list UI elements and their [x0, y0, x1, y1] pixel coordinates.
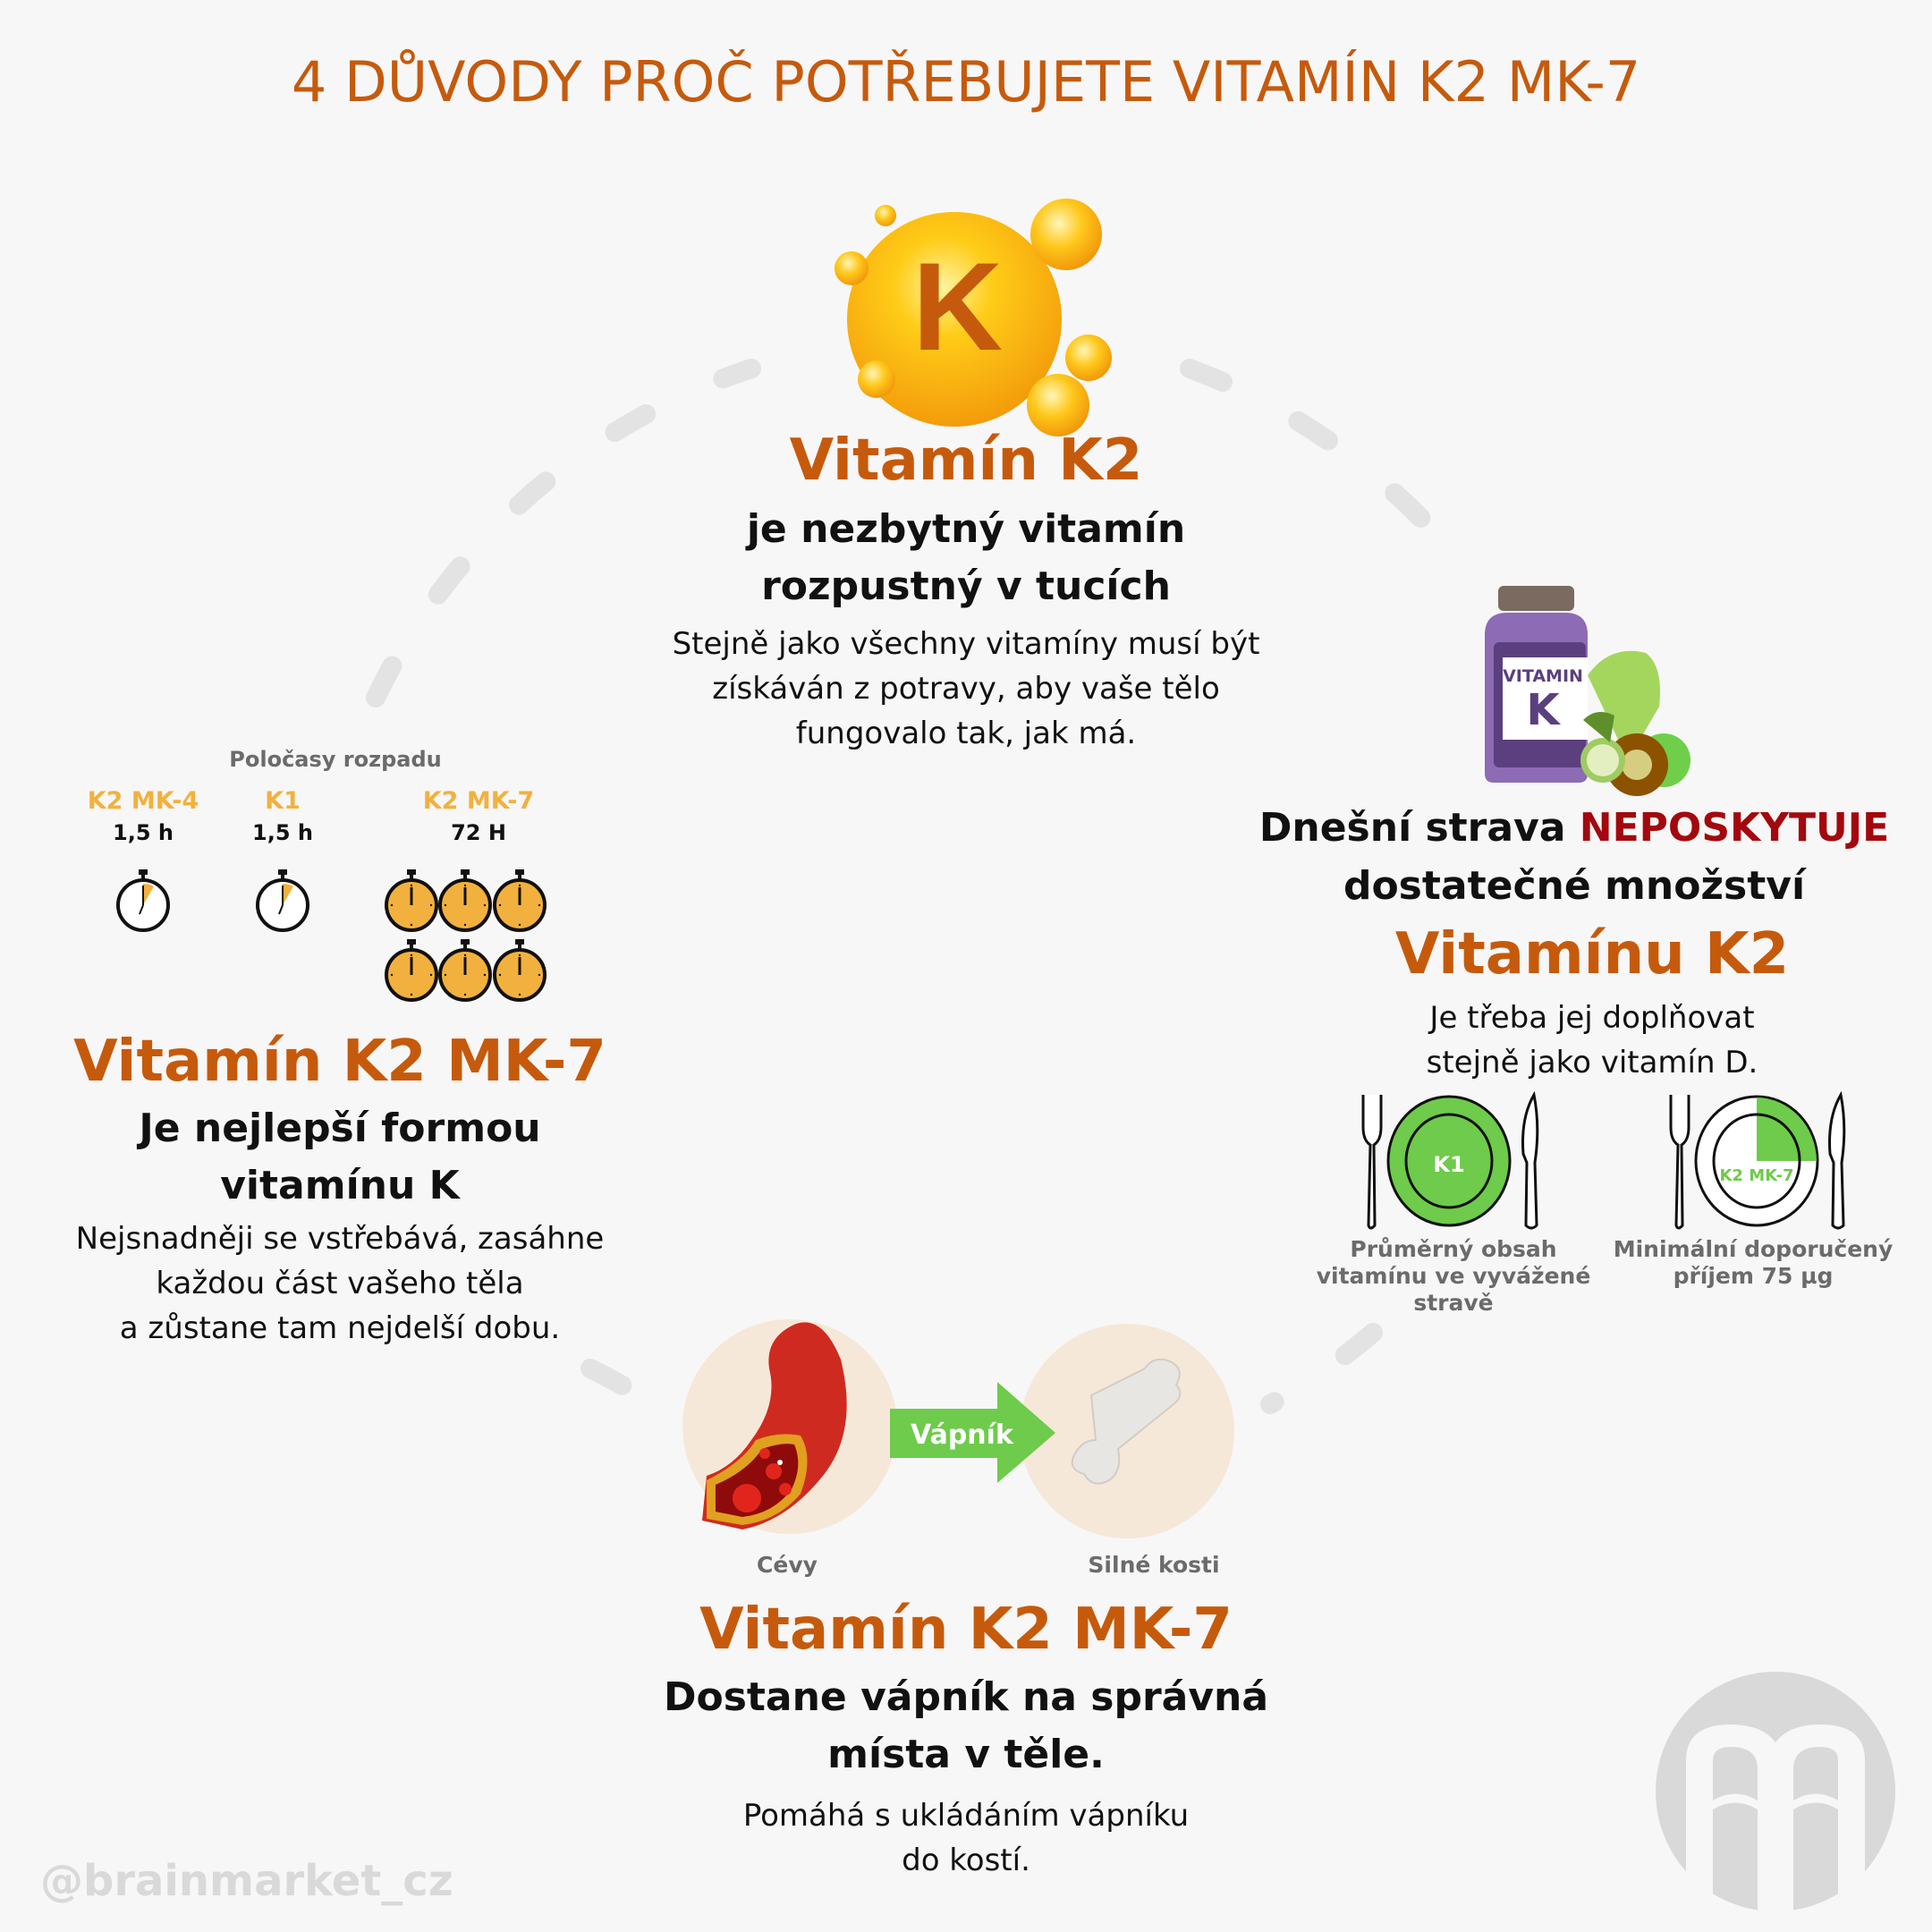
brainmarket-watermark: @brainmarket_cz	[40, 1856, 453, 1906]
top-body: Stejně jako všechny vitamíny musí být zí…	[608, 622, 1324, 756]
timer-value: 1,5 h	[252, 820, 313, 845]
right-line1-prefix: Dnešní strava	[1258, 805, 1566, 851]
right-body-line: Je třeba jej doplňovat	[1429, 1000, 1755, 1036]
right-heading: Vitamínu K2	[1394, 921, 1790, 987]
right-body-line: stejně jako vitamín D.	[1426, 1045, 1758, 1080]
top-subheading: je nezbytný vitamín rozpustný v tucích	[626, 501, 1306, 615]
calcium-transfer-illustration	[682, 1319, 1234, 1538]
arrow-label-vapnik: Vápník	[911, 1419, 1013, 1451]
stopwatch-icons	[116, 868, 547, 1002]
caption-line: stravě	[1413, 1290, 1494, 1316]
plate-icons: K1 K2 MK-7	[1361, 1091, 1846, 1230]
left-subheading-line: vitamínu K	[220, 1163, 460, 1208]
top-body-line: získáván z potravy, aby vaše tělo	[712, 671, 1220, 707]
left-subheading: Je nejlepší formou vitamínu K	[36, 1100, 644, 1215]
left-heading: Vitamín K2 MK-7	[73, 1029, 606, 1095]
brainmarket-logo-icon	[1656, 1672, 1895, 1912]
bottom-subheading: Dostane vápník na správná místa v těle.	[626, 1669, 1306, 1784]
vessel-caption: Cévy	[757, 1552, 818, 1578]
right-line2: dostatečné množství	[1343, 863, 1806, 909]
jar-label-letter: K	[1526, 685, 1561, 735]
plate-caption-k2mk7: Minimální doporučený příjem 75 µg	[1610, 1236, 1896, 1290]
timer-label: K2 MK-4	[87, 787, 199, 815]
caption-line: vitamínu ve vyvážené	[1316, 1263, 1591, 1289]
bottom-body-line: Pomáhá s ukládáním vápníku	[742, 1798, 1190, 1834]
jar-label-top: VITAMIN	[1503, 666, 1583, 686]
bottom-body: Pomáhá s ukládáním vápníku do kostí.	[626, 1793, 1306, 1883]
page-title: 4 DŮVODY PROČ POTŘEBUJETE VITAMÍN K2 MK-…	[291, 49, 1641, 114]
fork-icon	[1361, 1095, 1383, 1230]
vitamin-k-letter: K	[912, 236, 1004, 377]
plate-k2mk7-label: K2 MK-7	[1719, 1166, 1793, 1185]
timer-group-k2mk7: K2 MK-7 72 H	[394, 787, 564, 845]
bottom-heading: Vitamín K2 MK-7	[699, 1597, 1233, 1663]
blood-vessel-icon	[702, 1322, 847, 1530]
plate-caption-k1: Průměrný obsah vitamínu ve vyvážené stra…	[1306, 1236, 1601, 1317]
timer-label: K1	[265, 787, 301, 815]
top-subheading-line: je nezbytný vitamín	[746, 506, 1186, 552]
left-body: Nejsnadněji se vstřebává, zasáhne každou…	[18, 1216, 662, 1351]
left-body-line: každou část vašeho těla	[156, 1266, 524, 1301]
right-line1: Dnešní strava NEPOSKYTUJE	[1234, 805, 1914, 851]
top-heading: Vitamín K2	[789, 428, 1143, 494]
top-body-line: fungovalo tak, jak má.	[795, 716, 1137, 751]
bone-icon	[1071, 1358, 1182, 1485]
top-body-line: Stejně jako všechny vitamíny musí být	[672, 626, 1260, 662]
caption-line: příjem 75 µg	[1673, 1263, 1834, 1289]
bottom-subheading-line: Dostane vápník na správná	[663, 1674, 1269, 1720]
neposkytuje-highlight: NEPOSKYTUJE	[1579, 805, 1890, 851]
timer-group-k1: K1 1,5 h	[211, 787, 354, 845]
left-body-line: a zůstane tam nejdelší dobu.	[119, 1310, 561, 1346]
plate-k1-label: K1	[1433, 1152, 1464, 1177]
green-arrow-icon	[890, 1382, 1055, 1483]
left-body-line: Nejsnadněji se vstřebává, zasáhne	[75, 1221, 605, 1257]
bottom-body-line: do kostí.	[902, 1843, 1030, 1878]
top-subheading-line: rozpustný v tucích	[761, 564, 1171, 609]
timer-group-k2mk4: K2 MK-4 1,5 h	[72, 787, 215, 845]
timer-label: K2 MK-7	[422, 787, 535, 815]
vitamin-k-bubble-icon: K	[787, 179, 1163, 447]
caption-line: Minimální doporučený	[1613, 1236, 1894, 1262]
bone-caption: Silné kosti	[1088, 1552, 1220, 1578]
caption-line: Průměrný obsah	[1350, 1236, 1557, 1262]
timer-value: 72 H	[451, 820, 506, 845]
vitamin-k-jar-with-vegetables-icon: VITAMIN K	[1476, 581, 1717, 805]
left-subheading-line: Je nejlepší formou	[139, 1106, 541, 1151]
right-body: Je třeba jej doplňovat stejně jako vitam…	[1252, 996, 1932, 1085]
bottom-subheading-line: místa v těle.	[827, 1732, 1105, 1777]
timer-value: 1,5 h	[113, 820, 174, 845]
half-life-chart-title: Poločasy rozpadu	[229, 747, 442, 772]
